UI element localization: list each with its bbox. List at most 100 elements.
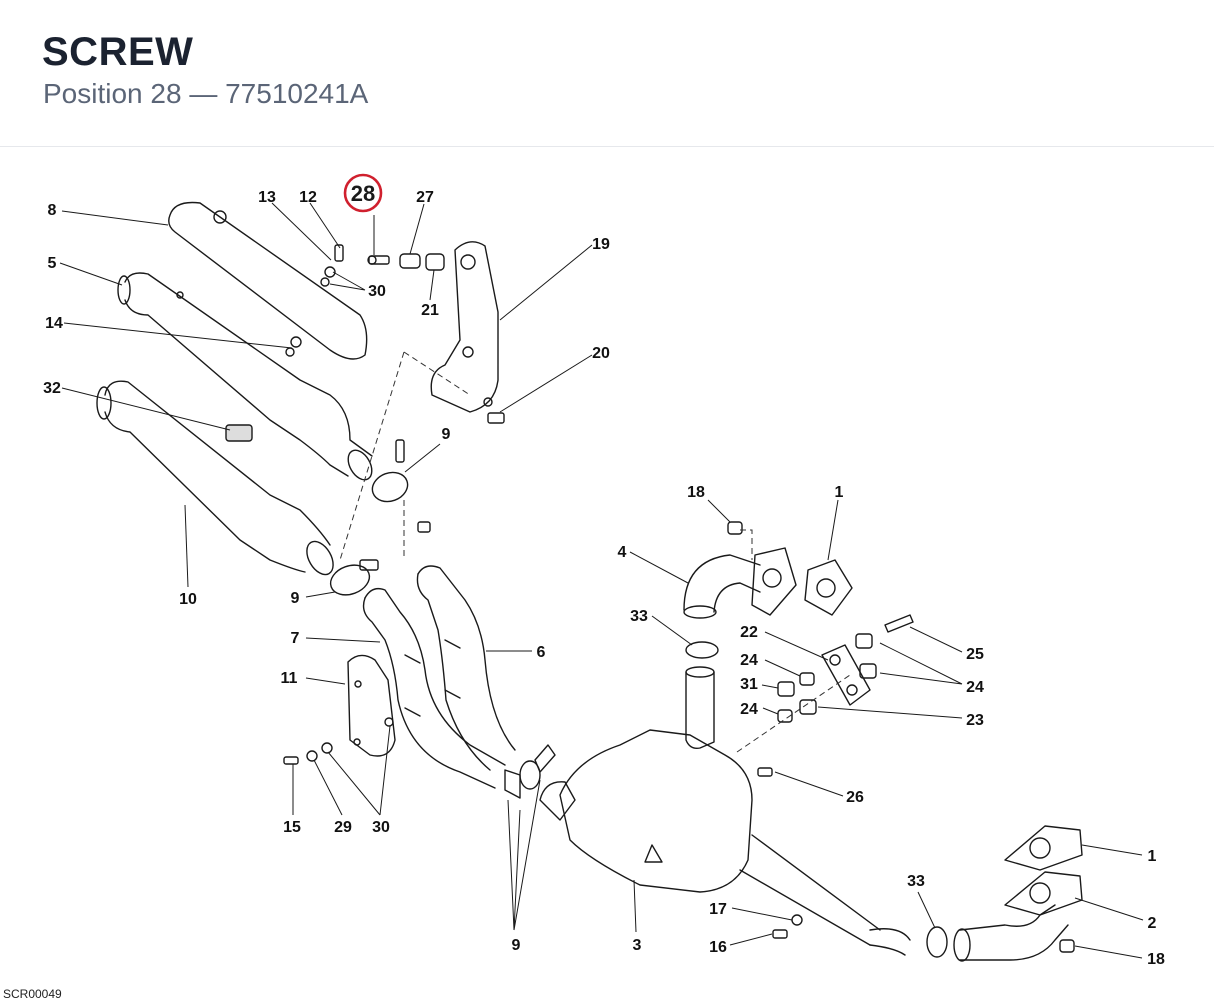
callout-11: 11 — [281, 670, 298, 687]
leader-4 — [629, 551, 689, 584]
callout-8: 8 — [48, 202, 57, 219]
callout-32: 32 — [43, 380, 61, 397]
leader-16 — [729, 933, 773, 946]
callout-14: 14 — [45, 315, 63, 332]
guide-line-4 — [736, 674, 851, 753]
pipe-part-6 — [404, 565, 516, 771]
callout-27: 27 — [416, 189, 434, 206]
clamp-part-9-lower — [329, 559, 379, 596]
central-silencer-part-3 — [539, 729, 881, 946]
silencer-upper-part-5 — [117, 272, 373, 481]
callout-4: 4 — [618, 544, 627, 561]
leader-31 — [761, 684, 779, 689]
fixing-parts-16-17 — [772, 914, 803, 939]
callout-1-lower: 1 — [1148, 848, 1157, 865]
callout-7: 7 — [291, 630, 300, 647]
highlight-label: 28 — [351, 181, 375, 206]
leader-1b — [1081, 844, 1143, 856]
leader-29 — [313, 759, 343, 816]
callout-25: 25 — [966, 646, 984, 663]
callout-17: 17 — [709, 901, 727, 918]
leader-12 — [309, 202, 341, 249]
fixing-parts-15-29-30 — [283, 717, 394, 765]
callout-15: 15 — [283, 819, 301, 836]
callout-21: 21 — [421, 302, 439, 319]
leader-24b — [764, 659, 801, 677]
page-header: SCREW Position 28 — 77510241A — [0, 0, 1214, 147]
callout-9-bottom: 9 — [512, 937, 521, 954]
leader-23 — [817, 706, 963, 719]
leader-17 — [731, 907, 793, 921]
callout-9-upper: 9 — [442, 426, 451, 443]
callout-2: 2 — [1148, 915, 1157, 932]
leader-9b — [305, 591, 336, 598]
leader-14 — [63, 322, 293, 349]
gasket-part-33-upper — [685, 641, 719, 659]
flange-part-1-lower — [1004, 825, 1083, 953]
callout-33-lower: 33 — [907, 873, 925, 890]
callout-23: 23 — [966, 712, 984, 729]
heat-shield-part-11 — [347, 654, 396, 757]
leader-9a — [404, 443, 441, 473]
bush-part-21 — [425, 253, 445, 271]
callout-22: 22 — [740, 624, 758, 641]
callout-19: 19 — [592, 236, 610, 253]
callout-24-left-top: 24 — [740, 652, 758, 669]
link-pipe-lower — [869, 926, 948, 958]
leader-18b — [1074, 945, 1143, 959]
leader-19 — [499, 244, 593, 321]
leader-1a — [827, 499, 839, 561]
screw-part-13 — [334, 244, 344, 262]
leader-8 — [61, 210, 169, 226]
leader-18a — [707, 499, 731, 523]
leader-7 — [305, 637, 381, 643]
leader-33b — [917, 891, 936, 929]
spacer-part-27 — [399, 253, 421, 269]
page-subtitle: Position 28 — 77510241A — [43, 78, 369, 109]
callout-1-upper: 1 — [835, 484, 844, 501]
callout-24-right: 24 — [966, 679, 984, 696]
leader-9c — [507, 779, 541, 931]
callout-3: 3 — [633, 937, 642, 954]
pipe-part-7 — [362, 587, 506, 789]
highlight-circle — [343, 173, 383, 213]
bracket-part-22 — [821, 644, 871, 706]
leader-22 — [764, 631, 829, 661]
guide-line-5 — [740, 529, 753, 560]
bracket-part-19 — [430, 241, 499, 413]
silencer-lower-part-32 — [96, 380, 334, 576]
riser-pipe — [685, 666, 715, 750]
callout-33-upper: 33 — [630, 608, 648, 625]
leader-21 — [429, 269, 435, 301]
page-title: SCREW — [42, 30, 194, 74]
exploded-parts-diagram: 28 8 13 12 27 19 5 30 21 14 20 32 9 18 1… — [43, 173, 1165, 968]
callout-31: 31 — [740, 676, 758, 693]
leader-5 — [59, 262, 123, 286]
callout-24-left-bottom: 24 — [740, 701, 758, 718]
leader-25 — [909, 626, 963, 653]
leader-2 — [1074, 897, 1144, 921]
leader-24c — [762, 707, 779, 715]
callout-10: 10 — [179, 591, 197, 608]
callout-6: 6 — [537, 644, 546, 661]
leader-10 — [184, 504, 189, 588]
leader-24a — [879, 642, 963, 685]
leader-26 — [774, 771, 844, 797]
heat-shield-part-8 — [168, 201, 368, 360]
bend-part-2 — [953, 904, 1069, 962]
leader-33a — [651, 615, 693, 646]
leader-30b — [327, 725, 391, 816]
callout-30-upper: 30 — [368, 283, 386, 300]
diagram-code: SCR00049 — [3, 987, 62, 1001]
flange-part-1-upper — [727, 521, 853, 616]
leader-11 — [305, 677, 346, 685]
bend-part-4 — [683, 554, 761, 619]
callout-9-left: 9 — [291, 590, 300, 607]
leader-20 — [499, 354, 593, 413]
nuts-parts-24-31-25 — [757, 614, 914, 777]
callout-16: 16 — [709, 939, 727, 956]
leader-32 — [61, 387, 231, 431]
leader-27 — [409, 203, 425, 255]
callout-18-lower: 18 — [1147, 951, 1165, 968]
leader-3 — [633, 879, 637, 933]
